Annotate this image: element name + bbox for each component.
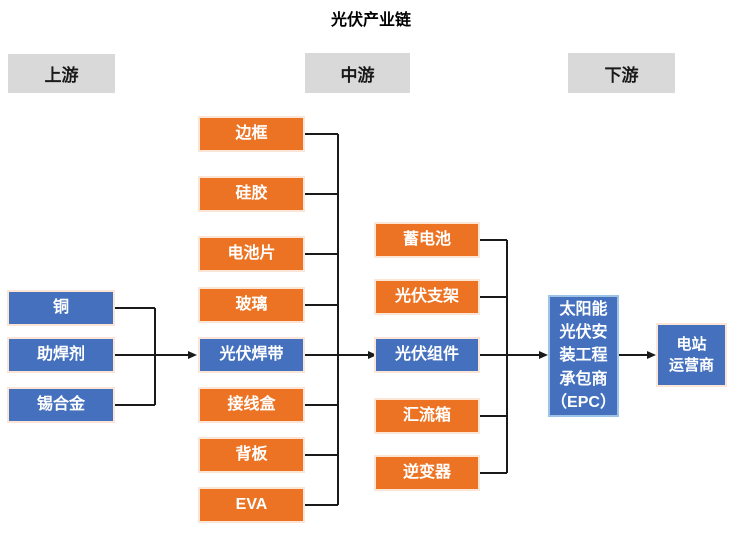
node-glass: 玻璃 <box>198 287 305 323</box>
epc-line: 装工程 <box>559 347 608 365</box>
node-frame: 边框 <box>198 116 305 152</box>
upstream-connector <box>115 307 197 406</box>
node-silicone: 硅胶 <box>198 176 305 212</box>
operator-line: 电站 <box>676 336 707 353</box>
header-downstream: 下游 <box>568 53 675 93</box>
node-plant-operator: 电站 运营商 <box>656 323 727 387</box>
node-copper: 铜 <box>7 290 115 326</box>
node-storage-battery: 蓄电池 <box>374 222 480 258</box>
node-backsheet: 背板 <box>198 437 305 473</box>
node-combiner-box: 汇流箱 <box>374 398 480 434</box>
node-pv-mount: 光伏支架 <box>374 279 480 315</box>
header-midstream: 中游 <box>305 53 410 93</box>
node-solar-cell: 电池片 <box>198 236 305 272</box>
node-junction-box: 接线盒 <box>198 387 305 423</box>
node-eva: EVA <box>198 487 305 523</box>
node-tin-alloy: 锡合金 <box>7 387 115 423</box>
operator-line: 运营商 <box>668 357 714 374</box>
epc-line: 承包商 <box>559 370 608 388</box>
epc-line: （EPC） <box>551 393 616 411</box>
epc-line: 太阳能 <box>559 301 608 319</box>
header-upstream: 上游 <box>8 54 115 93</box>
node-epc-contractor: 太阳能 光伏安 装工程 承包商 （EPC） <box>548 295 619 417</box>
midstream-input-connector <box>305 133 377 506</box>
page-title: 光伏产业链 <box>330 12 411 29</box>
node-flux: 助焊剂 <box>7 337 115 373</box>
node-pv-ribbon: 光伏焊带 <box>198 337 305 373</box>
node-inverter: 逆变器 <box>374 455 480 491</box>
node-pv-module: 光伏组件 <box>374 337 480 373</box>
epc-line: 光伏安 <box>559 324 608 342</box>
midstream-output-connector <box>480 239 548 474</box>
